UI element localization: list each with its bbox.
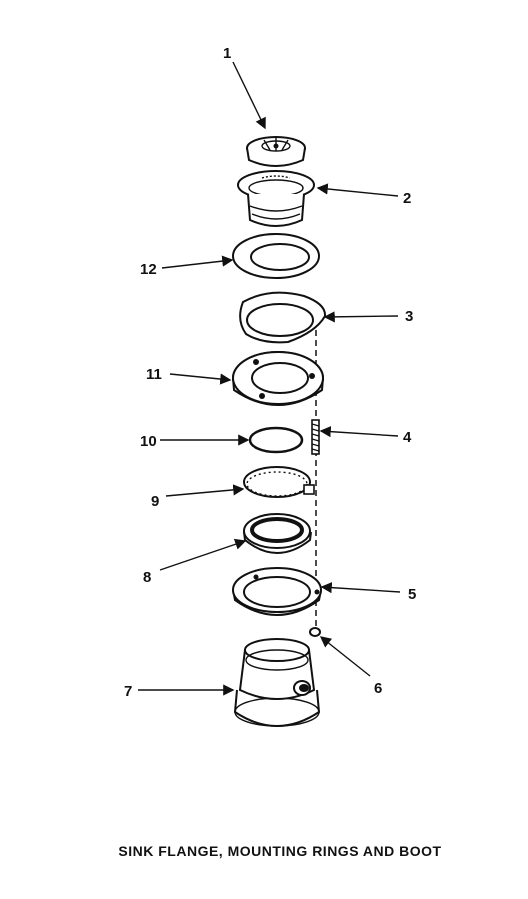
part-screw — [311, 419, 320, 455]
part-stopper — [246, 136, 306, 167]
part-cushion-mount — [243, 513, 312, 554]
callout-10: 10 — [140, 433, 157, 450]
callout-2: 2 — [403, 190, 411, 207]
callout-11: 11 — [146, 366, 162, 383]
part-boot — [233, 638, 321, 727]
part-clamp-ring — [243, 466, 315, 498]
callout-1: 1 — [223, 45, 231, 62]
callout-12: 12 — [140, 261, 157, 278]
part-sink-flange — [237, 170, 315, 227]
callout-3: 3 — [405, 308, 413, 325]
part-snap-ring — [248, 426, 304, 454]
callout-9: 9 — [151, 493, 159, 510]
part-lower-mounting-ring — [232, 567, 322, 616]
callout-5: 5 — [408, 586, 416, 603]
callout-6: 6 — [374, 680, 382, 697]
diagram-caption: SINK FLANGE, MOUNTING RINGS AND BOOT — [118, 843, 442, 859]
callout-7: 7 — [124, 683, 132, 700]
callout-8: 8 — [143, 569, 151, 586]
part-mounting-ring — [232, 351, 324, 406]
part-nut — [309, 627, 321, 637]
part-gasket — [232, 233, 320, 279]
callout-4: 4 — [403, 429, 412, 446]
part-backup-flange — [239, 291, 327, 344]
